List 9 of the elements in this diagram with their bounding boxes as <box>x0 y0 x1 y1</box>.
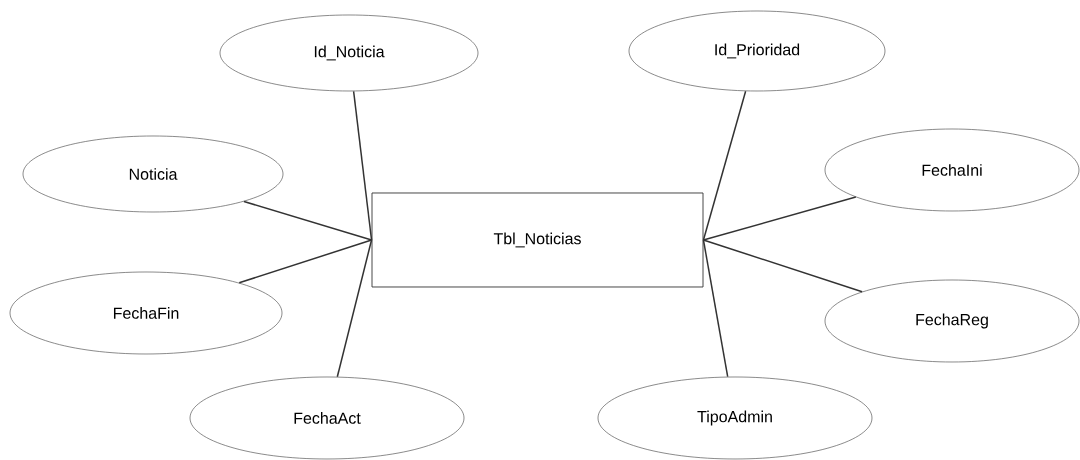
connector-line <box>243 200 373 241</box>
connector-line <box>702 239 729 378</box>
connector-line <box>238 239 373 284</box>
entity-box: Tbl_Noticias <box>371 192 704 288</box>
connector-line <box>702 196 857 241</box>
connector-line <box>702 90 747 241</box>
connector-line <box>702 239 863 293</box>
connector-line <box>352 90 373 241</box>
connector-line <box>336 239 373 378</box>
